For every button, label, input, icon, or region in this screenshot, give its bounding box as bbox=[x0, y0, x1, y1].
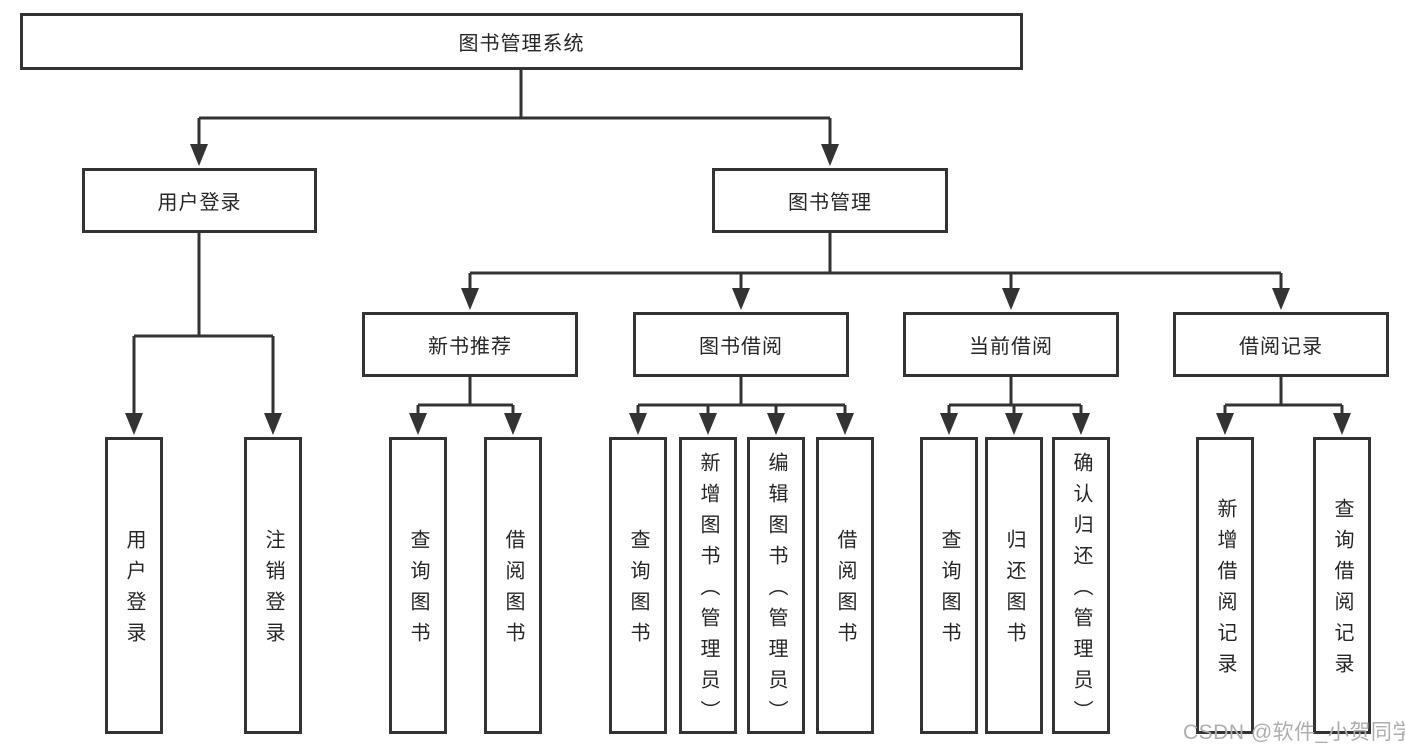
node-label: 编辑图书（管理员） bbox=[765, 451, 787, 731]
connector-current-to-leaves bbox=[940, 377, 1090, 435]
leaf-query-books-current: 查询图书 bbox=[920, 437, 978, 734]
leaf-query-books-recommend: 查询图书 bbox=[389, 437, 447, 734]
node-current-borrow: 当前借阅 bbox=[903, 312, 1119, 377]
node-user-login: 用户登录 bbox=[82, 168, 317, 233]
node-label: 确认归还（管理员） bbox=[1070, 451, 1092, 731]
node-label: 新书推荐 bbox=[428, 336, 512, 358]
node-label: 借阅图书 bbox=[502, 529, 524, 653]
node-borrow-records: 借阅记录 bbox=[1173, 312, 1389, 377]
node-label: 图书管理 bbox=[788, 192, 872, 214]
leaf-query-borrow-record: 查询借阅记录 bbox=[1313, 437, 1371, 734]
node-label: 图书借阅 bbox=[699, 336, 783, 358]
node-root: 图书管理系统 bbox=[20, 13, 1023, 70]
watermark: CSDN @软件_小贺同学 bbox=[1183, 721, 1405, 744]
node-label: 新增借阅记录 bbox=[1214, 498, 1236, 684]
connector-bookmgmt-to-level3 bbox=[461, 233, 1290, 310]
leaf-query-books-borrow: 查询图书 bbox=[609, 437, 667, 734]
node-label: 归还图书 bbox=[1003, 529, 1025, 653]
leaf-edit-books-admin: 编辑图书（管理员） bbox=[747, 437, 805, 734]
connector-userlogin-to-leaves bbox=[125, 233, 282, 435]
leaf-return-books: 归还图书 bbox=[985, 437, 1043, 734]
connector-recommend-to-leaves bbox=[409, 377, 522, 435]
node-label: 注销登录 bbox=[262, 529, 284, 653]
leaf-borrow-books-borrow: 借阅图书 bbox=[816, 437, 874, 734]
connector-root-to-level2 bbox=[190, 70, 839, 166]
node-label: 新增图书（管理员） bbox=[697, 451, 719, 731]
leaf-confirm-return-admin: 确认归还（管理员） bbox=[1052, 437, 1110, 734]
node-label: 用户登录 bbox=[157, 192, 242, 214]
node-label: 当前借阅 bbox=[969, 336, 1053, 358]
node-label: 查询图书 bbox=[627, 529, 649, 653]
node-label: 查询图书 bbox=[407, 529, 429, 653]
node-label: 查询图书 bbox=[938, 529, 960, 653]
leaf-add-books-admin: 新增图书（管理员） bbox=[679, 437, 737, 734]
node-label: 用户登录 bbox=[123, 529, 145, 653]
node-book-borrow: 图书借阅 bbox=[633, 312, 849, 377]
connector-records-to-leaves bbox=[1216, 377, 1351, 435]
leaf-user-login: 用户登录 bbox=[105, 437, 163, 734]
node-label: 借阅图书 bbox=[834, 529, 856, 653]
leaf-borrow-books-recommend: 借阅图书 bbox=[484, 437, 542, 734]
leaf-add-borrow-record: 新增借阅记录 bbox=[1196, 437, 1254, 734]
node-new-book-recommend: 新书推荐 bbox=[362, 312, 578, 377]
node-label: 借阅记录 bbox=[1239, 336, 1323, 358]
node-book-management: 图书管理 bbox=[712, 168, 948, 233]
node-label: 查询借阅记录 bbox=[1331, 498, 1353, 684]
connector-borrow-to-leaves bbox=[629, 377, 854, 435]
node-label: 图书管理系统 bbox=[458, 33, 585, 55]
leaf-logout: 注销登录 bbox=[244, 437, 302, 734]
